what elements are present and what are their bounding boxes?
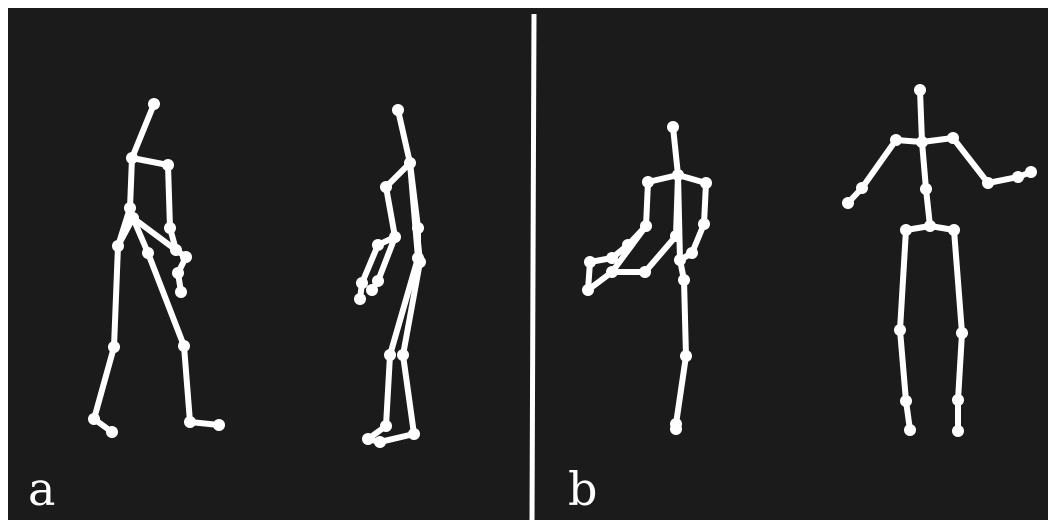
panel-label-b: b [568, 462, 597, 516]
skeleton-joint [112, 240, 124, 252]
skeleton-joint [606, 252, 618, 264]
skeleton-joint [354, 293, 366, 305]
skeleton-joint [914, 84, 926, 96]
skeleton-joint [904, 424, 916, 436]
skeleton-joint [916, 136, 928, 148]
skeleton-joint [142, 247, 154, 259]
skeleton-joint [948, 224, 960, 236]
skeleton-joint [172, 267, 184, 279]
skeleton-bone [678, 175, 680, 260]
skeleton-joint [678, 274, 690, 286]
skeleton-joint [698, 218, 710, 230]
skeleton-joint [642, 176, 654, 188]
skeleton-joint [180, 251, 192, 263]
skeleton-joint [674, 254, 686, 266]
skeleton-joint [126, 152, 138, 164]
skeleton-joint [372, 239, 384, 251]
skeleton-joint [88, 413, 100, 425]
skeleton-bone [386, 355, 390, 426]
skeleton-joint [397, 349, 409, 361]
skeleton-joint [640, 220, 652, 232]
skeleton-joint [622, 239, 634, 251]
skeleton-joint [924, 220, 936, 232]
skeleton-joint [184, 416, 196, 428]
figure-background [8, 8, 1048, 520]
skeleton-joint [667, 121, 679, 133]
skeleton-joint [956, 327, 968, 339]
skeleton-bone [920, 90, 922, 142]
skeleton-joint [952, 425, 964, 437]
skeleton-joint [392, 104, 404, 116]
skeleton-bone [704, 183, 706, 224]
skeleton-bone [684, 280, 686, 356]
skeleton-joint [582, 284, 594, 296]
skeleton-joint [213, 419, 225, 431]
skeleton-joint [700, 177, 712, 189]
panel-label-a: a [28, 462, 55, 516]
skeleton-joint [900, 395, 912, 407]
skeleton-joint [670, 230, 682, 242]
skeleton-joint [164, 222, 176, 234]
skeleton-joint [412, 222, 424, 234]
skeleton-joint [686, 247, 698, 259]
skeleton-joint [584, 256, 596, 268]
skeleton-joint [162, 159, 174, 171]
skeleton-bone [922, 142, 926, 189]
skeleton-joint [1012, 171, 1024, 183]
skeleton-joint [894, 324, 906, 336]
skeleton-joint [1025, 166, 1037, 178]
skeleton-joint [606, 266, 618, 278]
skeleton-joint [108, 341, 120, 353]
skeleton-joint [680, 350, 692, 362]
skeleton-joint [670, 423, 682, 435]
skeleton-bone [114, 246, 118, 347]
skeleton-joint [408, 428, 420, 440]
skeleton-joint [856, 182, 868, 194]
skeleton-joint [639, 266, 651, 278]
skeleton-bone [646, 182, 648, 226]
skeleton-joint [148, 98, 160, 110]
skeleton-joint [404, 157, 416, 169]
skeleton-joint [900, 224, 912, 236]
skeleton-joint [374, 436, 386, 448]
skeleton-joint [175, 286, 187, 298]
skeleton-joint [389, 231, 401, 243]
skeleton-joint [672, 169, 684, 181]
skeleton-joint [380, 181, 392, 193]
skeleton-joint [982, 177, 994, 189]
skeleton-joint [890, 134, 902, 146]
skeleton-joint [842, 197, 854, 209]
skeleton-joint [356, 277, 368, 289]
skeleton-joint [372, 275, 384, 287]
skeleton-bone [130, 158, 132, 208]
skeleton-joint [952, 394, 964, 406]
skeleton-joint [384, 349, 396, 361]
skeleton-joint [362, 433, 374, 445]
panel-divider [532, 14, 534, 522]
skeleton-joint [920, 183, 932, 195]
skeleton-bone [168, 165, 170, 228]
skeleton-joint [947, 132, 959, 144]
skeleton-joint [414, 256, 426, 268]
skeleton-joint [380, 420, 392, 432]
skeleton-bone [958, 333, 962, 400]
skeleton-joint [127, 212, 139, 224]
skeleton-joint [106, 426, 118, 438]
skeleton-joint [178, 340, 190, 352]
skeleton-joint [170, 244, 182, 256]
